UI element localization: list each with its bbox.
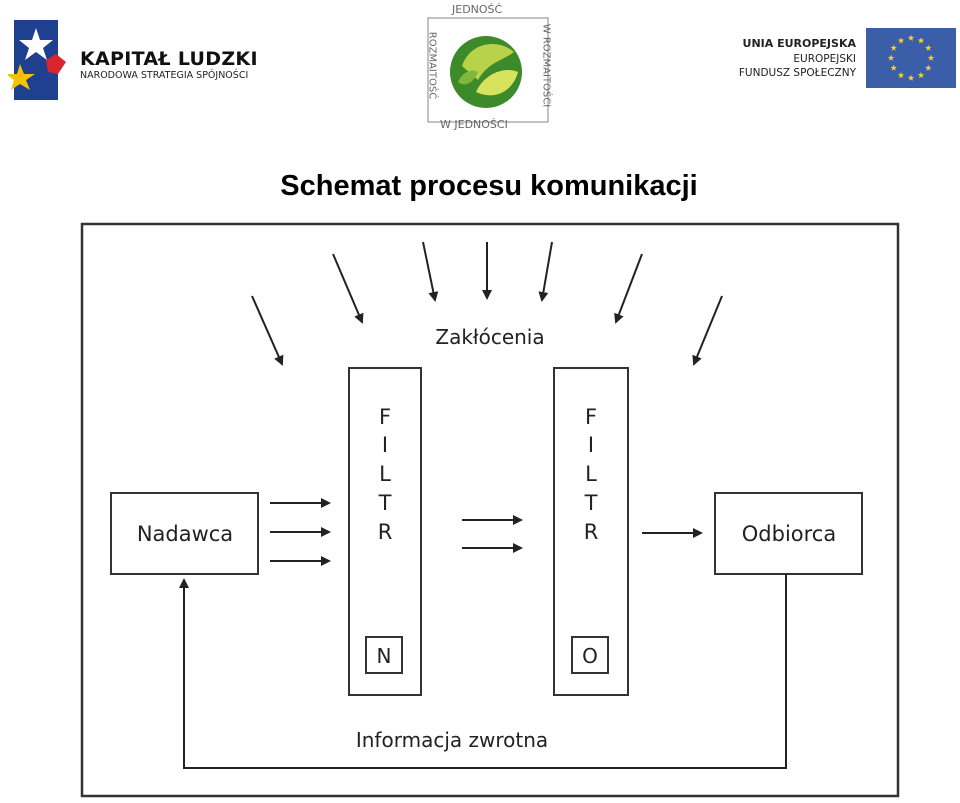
noise-arrows [251,241,723,366]
eu-star-icon [917,37,925,44]
kapital-ludzki-title: KAPITAŁ LUDZKI [80,48,258,70]
kapital-ludzki-subtitle: NARODOWA STRATEGIA SPÓJNOŚCI [80,70,249,81]
eu-star-icon [897,71,905,79]
eu-name: UNIA EUROPEJSKA [742,37,856,50]
communication-process-diagram: Zakłócenia Nadawca F I L T R N F I L T R… [80,222,900,798]
filter-letter: R [378,520,393,544]
eu-star-icon [887,54,895,61]
flow-arrows [270,498,703,566]
sender-filter-letters: F I L T R [378,405,393,544]
eu-star-icon [890,64,897,71]
center-logo-top-text: JEDNOŚĆ [452,3,503,16]
filter-letter: L [379,462,391,486]
rozmaitosc-logo [418,2,558,136]
filter-letter: F [379,405,391,429]
receiver-filter-tag-box [571,636,609,674]
eu-star-icon [927,54,935,61]
noise-label: Zakłócenia [435,325,544,349]
eu-star-icon [917,71,925,79]
receiver-filter-tag: O [582,644,598,668]
rozmaitosc-emblem-icon [427,17,549,123]
eu-star-icon [907,34,915,41]
filter-letter: L [585,462,597,486]
filter-letter: T [378,491,392,515]
kapital-ludzki-emblem-icon [6,20,66,100]
eu-star-icon [897,37,905,44]
slide-title: Schemat procesu komunikacji [280,170,698,202]
filter-letter: F [585,405,597,429]
receiver-label: Odbiorca [742,522,836,546]
receiver-box [714,492,863,575]
diagram-frame [80,222,900,798]
filter-letter: R [584,520,599,544]
center-logo-bottom-text: W JEDNOŚCI [440,118,508,131]
eu-fund-line1: EUROPEJSKI [793,53,856,65]
receiver-filter-letters: F I L T R [584,405,599,544]
eu-star-icon [925,44,932,51]
kapital-ludzki-logo [6,14,278,106]
eu-star-icon [907,74,915,81]
filter-letter: I [588,433,594,457]
filter-letter: T [584,491,598,515]
eu-star-icon [890,44,897,51]
feedback-loop [179,574,787,769]
sender-filter-tag-box [365,636,403,674]
eu-flag-icon [866,28,956,88]
filter-letter: I [382,433,388,457]
feedback-label: Informacja zwrotna [356,728,548,752]
center-logo-right-text: W ROZMAITOŚCI [540,23,552,108]
eu-star-icon [925,64,932,71]
sender-label: Nadawca [137,522,233,546]
eu-fund-line2: FUNDUSZ SPOŁECZNY [738,67,856,79]
sender-filter-tag: N [377,644,392,668]
center-logo-left-text: ROZMAITOŚĆ [426,31,438,100]
sender-box [110,492,259,575]
